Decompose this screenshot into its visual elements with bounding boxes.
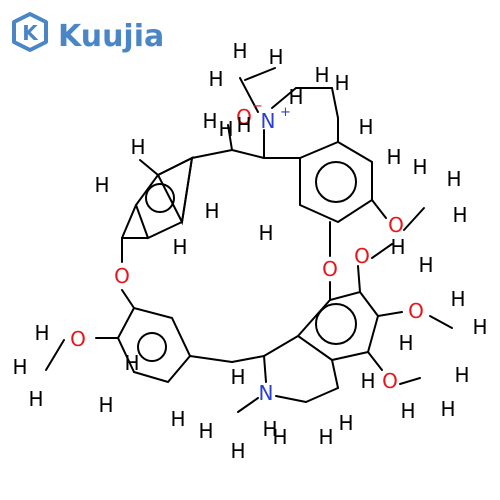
bonds: [45, 67, 453, 413]
hydrogen-atom: H: [446, 167, 461, 191]
oxide-oxygen-atom: O: [236, 105, 252, 129]
hydrogen-atom: H: [258, 221, 273, 245]
methoxy-oxygen-4: O: [382, 369, 398, 393]
hydrogen-atom: H: [236, 113, 251, 137]
hydrogen-atom: H: [418, 253, 433, 277]
hydrogen-atom: H: [218, 117, 233, 141]
hydrogen-atom: H: [12, 355, 27, 379]
hydrogen-atom: H: [130, 135, 145, 159]
hydrogen-atom: H: [170, 407, 185, 431]
hydrogen-atom: H: [386, 145, 401, 169]
hydrogen-atom: H: [198, 419, 213, 443]
methoxy-oxygen-5: O: [70, 327, 86, 351]
logo-hexagon-icon: [12, 12, 48, 52]
hydrogen-atom: H: [208, 67, 223, 91]
hydrogen-atom: H: [398, 331, 413, 355]
heteroatoms: N + O − O O O O O O O N: [70, 99, 424, 405]
positive-charge: +: [280, 105, 291, 120]
hydrogen-atom: H: [334, 71, 349, 95]
hydrogen-atom: H: [440, 397, 455, 421]
hydrogen-atom: H: [390, 235, 405, 259]
logo-mark-letter: K: [22, 21, 39, 45]
methoxy-oxygen-2: O: [354, 244, 370, 268]
methoxy-oxygen-1: O: [388, 213, 404, 237]
hydrogens: H H H H H H H H H H H H H H H H H H H H …: [12, 39, 487, 463]
hydrogen-atom: H: [288, 85, 303, 109]
hydrogen-atom: H: [412, 155, 427, 179]
hydrogen-atom: H: [230, 365, 245, 389]
hydrogen-atom: H: [262, 417, 277, 441]
hydrogen-atom: H: [230, 439, 245, 463]
hydrogen-atom: H: [34, 321, 49, 345]
hydrogen-atom: H: [454, 363, 469, 387]
hydrogen-atom: H: [318, 425, 333, 449]
hydrogen-atom: H: [400, 399, 415, 423]
hydrogen-atom: H: [232, 39, 247, 63]
hydrogen-atom: H: [98, 393, 113, 417]
hydrogen-atom: H: [204, 199, 219, 223]
hydrogen-atom: H: [452, 203, 467, 227]
nitrogen-oxide-atom: N: [261, 109, 276, 133]
hydrogen-atom: H: [94, 173, 109, 197]
hydrogen-atom: H: [172, 235, 187, 259]
nitrogen-atom: N: [259, 381, 274, 405]
hydrogen-atom: H: [268, 45, 283, 69]
ether-oxygen-center: O: [322, 257, 338, 281]
kuujia-logo: K Kuujia: [12, 12, 164, 54]
hydrogen-atom: H: [338, 411, 353, 435]
hydrogen-atom: H: [124, 351, 139, 375]
hydrogen-atom: H: [450, 287, 465, 311]
hydrogen-atom: H: [472, 315, 487, 339]
logo-text: Kuujia: [58, 19, 164, 54]
ether-oxygen-left: O: [114, 264, 130, 288]
hydrogen-atom: H: [202, 109, 217, 133]
hydrogen-atom: H: [314, 63, 329, 87]
methoxy-oxygen-3: O: [408, 299, 424, 323]
negative-charge: −: [252, 99, 263, 114]
hydrogen-atom: H: [358, 115, 373, 139]
hydrogen-atom: H: [272, 425, 287, 449]
hydrogen-atom: H: [360, 369, 375, 393]
hydrogen-atom: H: [28, 387, 43, 411]
